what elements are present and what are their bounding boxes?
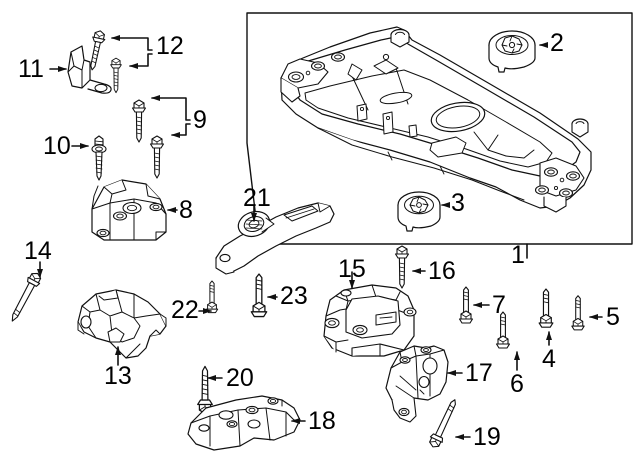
callout-label-1[interactable]: 1	[511, 241, 525, 269]
part-19-bolt	[429, 399, 456, 448]
part-12-bolt-lower	[110, 57, 122, 94]
part-14-bolt	[11, 272, 42, 322]
part-17-support-bracket	[385, 345, 449, 423]
callout-label-14[interactable]: 14	[24, 237, 52, 265]
callout-label-2[interactable]: 2	[550, 29, 564, 57]
callout-label-22[interactable]: 22	[171, 296, 199, 324]
leader-9b	[171, 123, 191, 138]
part-13-support-bracket	[77, 289, 167, 359]
part-5-bolt	[571, 295, 585, 331]
callout-label-8[interactable]: 8	[179, 196, 193, 224]
leader-12b	[129, 53, 153, 69]
callout-label-23[interactable]: 23	[280, 282, 308, 310]
part-7-bolt	[458, 286, 474, 324]
callout-label-10[interactable]: 10	[43, 132, 71, 160]
part-18-mount-bracket	[187, 395, 301, 451]
callout-label-13[interactable]: 13	[104, 362, 132, 390]
callout-label-15[interactable]: 15	[338, 255, 366, 283]
part-15-transmission-mount	[323, 284, 417, 357]
callout-label-5[interactable]: 5	[606, 303, 620, 331]
leader-12a	[111, 35, 153, 51]
part-4-bolt	[538, 288, 554, 328]
part-22-bolt	[205, 280, 219, 314]
callout-label-21[interactable]: 21	[243, 184, 271, 212]
part-9-bolt-lower	[149, 135, 165, 179]
callout-label-17[interactable]: 17	[465, 359, 493, 387]
leader-9a	[151, 95, 191, 121]
part-3-bushing	[397, 191, 441, 232]
part-11-bracket	[67, 45, 112, 94]
part-21-torque-strut	[215, 202, 335, 275]
part-23-bolt	[250, 273, 268, 318]
part-10-stud-bolt	[91, 135, 107, 181]
part-subframe-body	[280, 26, 592, 213]
callout-label-20[interactable]: 20	[226, 364, 254, 392]
callout-label-11[interactable]: 11	[18, 55, 44, 83]
callout-label-19[interactable]: 19	[473, 423, 501, 451]
callout-label-7[interactable]: 7	[492, 291, 506, 319]
callout-label-16[interactable]: 16	[428, 257, 456, 285]
callout-label-18[interactable]: 18	[308, 407, 336, 435]
part-16-bolt	[394, 245, 410, 289]
callout-label-6[interactable]: 6	[510, 370, 524, 398]
callout-label-9[interactable]: 9	[193, 106, 207, 134]
part-9-bolt-upper	[131, 99, 147, 143]
callout-label-12[interactable]: 12	[156, 32, 184, 60]
part-8-engine-mount	[91, 179, 167, 241]
callout-label-4[interactable]: 4	[542, 345, 556, 373]
part-2-bushing	[488, 30, 536, 73]
callout-label-3[interactable]: 3	[451, 189, 465, 217]
